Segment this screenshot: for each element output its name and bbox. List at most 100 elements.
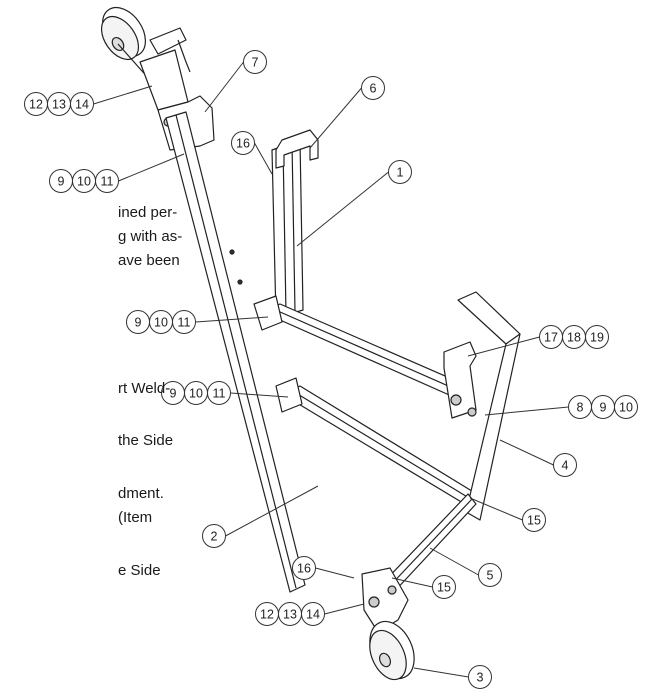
balloon-number: 9 [58,175,65,189]
balloon-circle [207,381,231,405]
leader-line [469,497,523,521]
balloon-number: 11 [178,316,191,330]
balloon-callout: 16 [231,131,255,155]
balloon-number: 10 [154,316,168,330]
balloon-number: 16 [236,137,250,151]
balloon-callout: 6 [361,76,385,100]
leader-line [484,406,569,416]
balloon-callout: 15 [432,575,456,599]
balloon-circle [172,310,196,334]
leader-line [309,87,362,149]
balloon-number: 11 [101,175,114,189]
leader-line [225,485,319,537]
balloon-number: 13 [52,98,66,112]
leader-line [429,547,479,576]
balloon-number: 15 [527,514,541,528]
balloon-callout: 4 [553,453,577,477]
balloon-number: 5 [487,569,494,583]
balloon-number: 4 [562,459,569,473]
leader-line [315,567,355,579]
leader-lines [93,61,569,678]
balloon-circle [301,602,325,626]
balloon-circle [231,131,255,155]
leader-line [230,392,289,398]
balloon-number: 10 [619,401,633,415]
cut-text-line: g with as- [118,228,183,245]
cut-text-line: the Side [118,432,174,449]
balloon-number: 19 [590,331,604,345]
right-upright [457,291,521,521]
balloon-number: 1 [397,166,404,180]
balloon-number: 14 [306,608,320,622]
balloon-circle [468,665,492,689]
balloon-circle [585,325,609,349]
balloon-number: 9 [135,316,142,330]
cut-text-line: (Item [118,509,153,526]
leader-line [93,85,153,105]
balloon-number: 17 [544,331,558,345]
leader-line [254,142,273,175]
balloon-number: 13 [283,608,297,622]
balloon-number: 15 [437,581,451,595]
balloon-number: 8 [577,401,584,415]
balloon-circle [202,524,226,548]
balloon-number: 9 [600,401,607,415]
bottom-bracket [361,567,409,633]
balloon-circle [95,169,119,193]
balloon-callout: 8 9 10 [568,395,638,419]
balloon-circle [478,563,502,587]
balloon-number: 18 [567,331,581,345]
leader-line [324,603,365,615]
balloon-circle [292,556,316,580]
balloon-circle [243,50,267,74]
balloon-callout: 2 [202,524,226,548]
balloon-callout: 7 [243,50,267,74]
top-clip [275,129,319,169]
balloon-callout: 3 [468,665,492,689]
balloon-number: 10 [77,175,91,189]
leader-line [296,171,389,247]
balloon-circle [432,575,456,599]
balloon-number: 10 [189,387,203,401]
balloon-circle [522,508,546,532]
leader-line [118,153,185,182]
balloon-number: 2 [211,530,218,544]
balloon-number: 12 [260,608,274,622]
balloon-callout: 16 [292,556,316,580]
upper-cross-member [253,295,469,399]
bottom-wheel [369,620,415,681]
balloon-callout: 17 18 19 [539,325,609,349]
leader-line [413,667,469,678]
leader-line [499,439,554,466]
balloon-circle [553,453,577,477]
balloon-circle [388,160,412,184]
main-leg [165,111,306,593]
balloon-number: 16 [297,562,311,576]
balloon-callout: 9 10 11 [126,310,196,334]
cut-text-line: ave been [118,252,180,269]
leader-line [391,577,433,588]
balloon-number: 7 [252,56,259,70]
latch-assembly [443,341,477,419]
cut-text-line: e Side [118,562,161,579]
balloon-circle [70,92,94,116]
leader-line [204,61,244,113]
balloon-callout: 9 10 11 [49,169,119,193]
balloon-number: 14 [75,98,89,112]
balloon-number: 11 [213,387,226,401]
balloon-callout: 15 [522,508,546,532]
cut-text-line: ined per- [118,204,178,221]
balloon-callout: 12 13 14 [255,602,325,626]
leader-line [467,336,540,357]
cut-text-line: rt Weld- [118,380,171,397]
cut-text-line: dment. [118,485,164,502]
balloon-callout: 1 [388,160,412,184]
leader-line [195,316,269,323]
balloon-number: 6 [370,82,377,96]
balloon-number: 3 [477,671,484,685]
